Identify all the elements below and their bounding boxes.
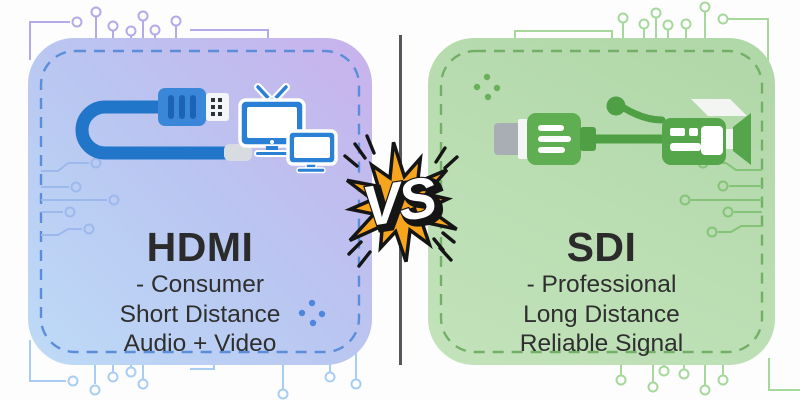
hdmi-line-signal: Audio + Video: [123, 330, 277, 357]
hdmi-line-distance: Short Distance: [119, 300, 281, 328]
sdi-description: - Professional Long Distance Reliable Si…: [428, 270, 775, 359]
sdi-line-signal: Reliable Signal: [519, 330, 684, 357]
speed-lines: [343, 134, 459, 268]
sdi-line-professional: - Professional: [526, 271, 677, 298]
hdmi-inner-circuit-traces: [41, 157, 120, 236]
hdmi-panel-decoration: [39, 49, 361, 354]
sdi-line-distance: Long Distance: [523, 300, 680, 328]
hdmi-title: HDMI: [146, 224, 254, 270]
sdi-illustration: [494, 96, 751, 165]
bnc-sdi-connector-icon: [494, 113, 674, 165]
hdmi-dashed-border: [39, 49, 361, 354]
hdmi-panel: HDMI - Consumer Short Distance Audio + V…: [28, 38, 372, 365]
hdmi-illustration: [75, 83, 338, 174]
hdmi-line-consumer: - Consumer: [136, 271, 264, 298]
video-camera-icon: [606, 96, 751, 165]
starburst: [344, 141, 458, 263]
hdmi-cable-icon: [75, 88, 252, 161]
sdi-panel: SDI - Professional Long Distance Reliabl…: [428, 38, 775, 365]
sdi-title: SDI: [566, 224, 637, 270]
hdmi-dots-ornament: [298, 299, 326, 327]
vs-badge: VS VS: [343, 134, 459, 268]
monitor-icon: [286, 129, 338, 174]
sdi-dots-ornament: [473, 73, 501, 101]
vs-label: VS: [358, 165, 441, 240]
hdmi-description: - Consumer Short Distance Audio + Video: [28, 270, 372, 359]
